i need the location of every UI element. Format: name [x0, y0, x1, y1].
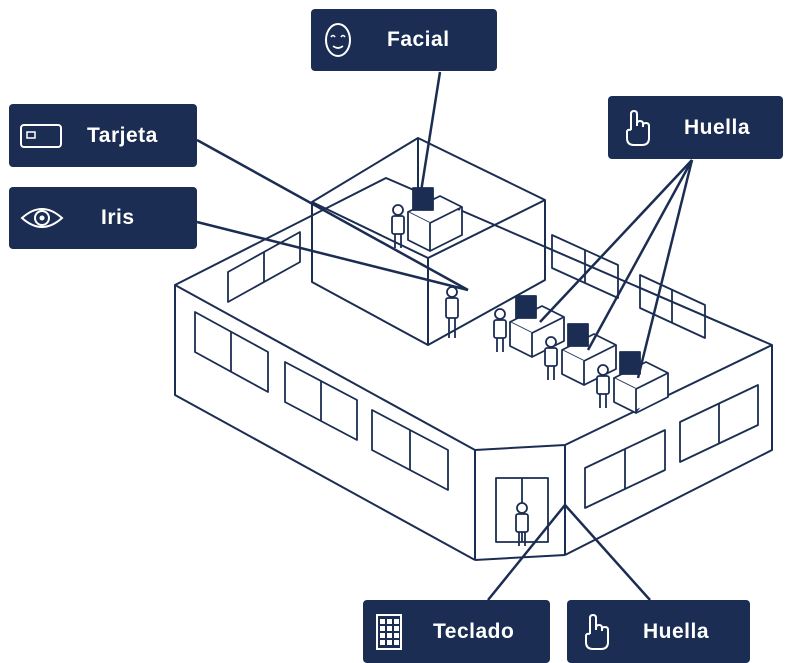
connector-facial [418, 71, 442, 199]
iris-text: Iris [101, 206, 135, 229]
person-entrance [515, 502, 529, 546]
desk-1 [509, 295, 565, 358]
huella-bottom-text: Huella [643, 619, 710, 643]
facial-label: Facial [311, 9, 497, 71]
person-facial [391, 204, 405, 248]
huella-bottom-label: Huella [567, 600, 750, 663]
facial-text: Facial [387, 28, 450, 51]
fingerprint-icon [581, 612, 611, 652]
connector-huella-2 [586, 159, 694, 351]
windows-right [551, 234, 759, 509]
person-desk-1 [493, 308, 507, 352]
teclado-text: Teclado [433, 619, 515, 643]
person-door [445, 286, 459, 338]
keypad-icon [375, 613, 403, 651]
person-desk-3 [596, 364, 610, 408]
face-icon [323, 20, 353, 60]
entrance-front [474, 554, 566, 561]
connector-iris [196, 220, 469, 292]
connector-teclado [487, 504, 566, 601]
connector-huella-bottom [564, 504, 651, 601]
building-rim [174, 177, 773, 451]
huella-top-text: Huella [684, 115, 751, 139]
building-wall-right [564, 345, 773, 556]
connector-huella-1 [539, 159, 693, 323]
tarjeta-text: Tarjeta [87, 123, 158, 147]
desk-3 [613, 351, 669, 414]
connector-huella-3 [636, 159, 694, 379]
fingerprint-icon [622, 108, 652, 148]
eye-icon [19, 203, 65, 233]
windows-left [194, 231, 449, 491]
tarjeta-label: Tarjeta [9, 104, 197, 167]
huella-top-label: Huella [608, 96, 783, 159]
iris-label: Iris [9, 187, 197, 249]
connector-tarjeta [196, 138, 469, 292]
building-wall-left [174, 285, 476, 561]
desk-facial [407, 187, 463, 252]
card-icon [19, 121, 63, 151]
teclado-label: Teclado [363, 600, 550, 663]
person-desk-2 [544, 336, 558, 380]
